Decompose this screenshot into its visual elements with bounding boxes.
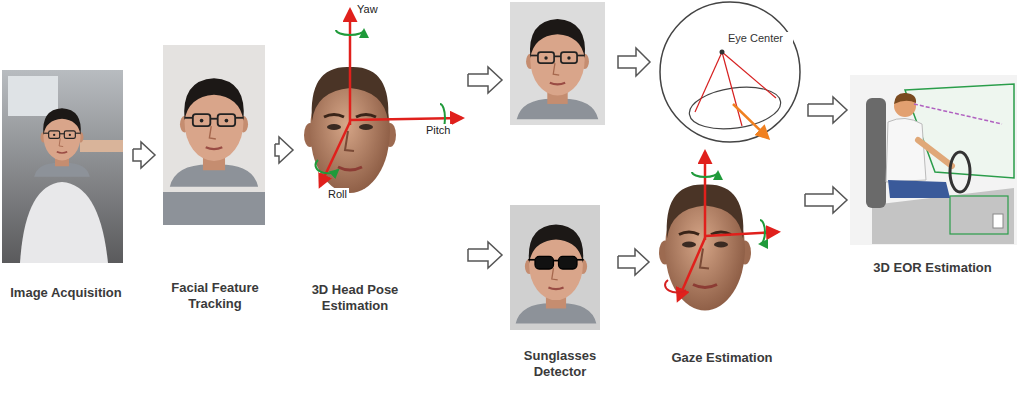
driver-arm bbox=[918, 140, 952, 166]
eye-branch bbox=[510, 2, 800, 142]
photo-ground bbox=[163, 45, 265, 225]
photo-ground bbox=[510, 205, 600, 330]
car-cabin bbox=[850, 75, 1017, 245]
roll-rotation bbox=[665, 280, 686, 293]
face-photo bbox=[163, 45, 265, 225]
driver-legs bbox=[888, 180, 950, 198]
shirt bbox=[163, 192, 265, 225]
eye-model-box: Eye Center bbox=[505, 0, 805, 145]
seat bbox=[866, 98, 886, 208]
yaw-rotation bbox=[336, 30, 364, 35]
photo-ground bbox=[2, 70, 123, 263]
stage-caption: Sunglasses Detector bbox=[505, 348, 615, 380]
stage-caption: Facial Feature Tracking bbox=[158, 280, 272, 312]
roll-rotation bbox=[315, 160, 338, 173]
stage-box: Gaze Estimation bbox=[652, 150, 802, 370]
stage-box: Image Acquisition bbox=[2, 68, 130, 305]
photo-ground bbox=[510, 2, 605, 125]
driver-torso bbox=[886, 118, 926, 182]
face bbox=[170, 78, 258, 187]
yaw-rotation bbox=[692, 172, 718, 177]
head-pose-model bbox=[304, 10, 462, 193]
glasses bbox=[43, 131, 80, 139]
flow-arrow bbox=[805, 187, 847, 213]
driver-photo bbox=[2, 70, 123, 263]
iris-ellipse bbox=[687, 82, 784, 134]
driver-hair bbox=[894, 93, 916, 104]
face bbox=[34, 108, 90, 176]
eye-center-dot bbox=[720, 50, 725, 55]
pitch-axis bbox=[705, 232, 778, 236]
flow-arrow bbox=[618, 249, 649, 275]
stage-box: Facial Feature Tracking bbox=[158, 40, 272, 316]
stage-box: 3D Head Pose Estimation bbox=[296, 0, 465, 318]
stage-box: 3D EOR Estimation bbox=[850, 75, 1015, 280]
gaze-ray bbox=[914, 104, 1002, 124]
glasses bbox=[185, 114, 244, 126]
sunglasses bbox=[528, 256, 583, 269]
gaze-vector bbox=[733, 104, 768, 138]
flow-arrow bbox=[468, 242, 502, 268]
stage-caption: 3D Head Pose Estimation bbox=[296, 282, 414, 314]
stage-caption: 3D EOR Estimation bbox=[850, 260, 1015, 276]
face bbox=[516, 224, 597, 323]
ray bbox=[695, 52, 722, 112]
steering-wheel bbox=[950, 152, 970, 192]
roll-axis bbox=[320, 122, 350, 186]
stage-caption: Gaze Estimation bbox=[652, 350, 792, 366]
pitch-rotation bbox=[760, 220, 765, 244]
cabin-ground bbox=[850, 75, 1017, 245]
eyeball bbox=[660, 2, 800, 142]
face bbox=[517, 19, 599, 119]
point-label: Eye Center bbox=[727, 32, 793, 45]
flow-arrow bbox=[133, 142, 155, 168]
flow-arrow bbox=[468, 67, 502, 93]
roll-axis bbox=[678, 238, 705, 300]
axis-label: Yaw bbox=[355, 3, 380, 16]
ray bbox=[722, 52, 742, 126]
yaw-axis bbox=[349, 10, 352, 125]
yaw-axis bbox=[704, 152, 707, 240]
ray bbox=[722, 52, 776, 98]
flow-arrow bbox=[808, 97, 847, 123]
flow-arrow bbox=[618, 48, 650, 76]
arm bbox=[80, 140, 123, 152]
gaze-head-model bbox=[659, 152, 778, 311]
cup bbox=[993, 214, 1003, 228]
glasses bbox=[530, 52, 584, 63]
axis-label: Pitch bbox=[424, 124, 452, 137]
stage-caption: Image Acquisition bbox=[2, 285, 130, 301]
axis-label: Roll bbox=[326, 188, 349, 201]
car-window bbox=[8, 76, 58, 116]
sunglasses-photo bbox=[510, 205, 600, 330]
shirt bbox=[20, 182, 108, 263]
flow-arrow bbox=[275, 137, 293, 163]
eor-region bbox=[950, 196, 1008, 234]
stage-box: Sunglasses Detector bbox=[505, 200, 615, 384]
